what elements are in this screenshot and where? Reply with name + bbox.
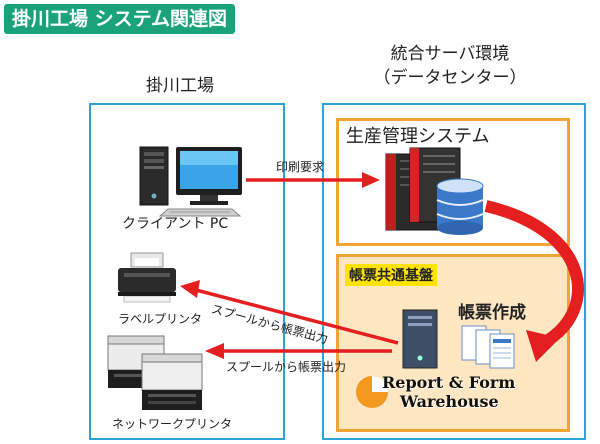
label-printer-label: ラベルプリンタ xyxy=(118,312,203,326)
forms-platform-label: 帳票共通基盤 xyxy=(345,264,437,286)
forms-server-icon xyxy=(402,309,438,369)
product-name-line1: Report & Form xyxy=(382,373,516,392)
network-printer-label: ネットワークプリンタ xyxy=(112,417,233,431)
datacenter-heading-line1: 統合サーバ環境 xyxy=(390,44,510,64)
client-pc-label: クライアント PC xyxy=(122,216,229,232)
forms-documents-icon xyxy=(461,325,515,369)
product-name-line2: Warehouse xyxy=(400,392,499,411)
database-icon xyxy=(436,178,484,235)
rfw-logo-icon xyxy=(356,376,388,408)
print-request-arrow xyxy=(246,172,380,188)
page-title: 掛川工場 システム関連図 xyxy=(4,4,236,34)
spool-to-network-printer-label: スプールから帳票出力 xyxy=(226,360,347,374)
product-name: Report & Form Warehouse xyxy=(382,373,515,411)
print-request-label: 印刷要求 xyxy=(276,160,325,174)
forms-creation-label: 帳票作成 xyxy=(458,303,526,323)
client-pc-icon xyxy=(139,146,242,217)
factory-heading: 掛川工場 xyxy=(146,76,214,96)
spool-to-network-printer-arrow xyxy=(205,343,392,359)
production-to-forms-arrow xyxy=(484,200,584,362)
production-system-label: 生産管理システム xyxy=(346,126,490,147)
datacenter-heading-line2: （データセンター） xyxy=(373,68,527,88)
network-printer-icon xyxy=(107,335,203,410)
spool-to-label-printer-arrow xyxy=(180,280,399,345)
label-printer-icon xyxy=(118,252,176,303)
